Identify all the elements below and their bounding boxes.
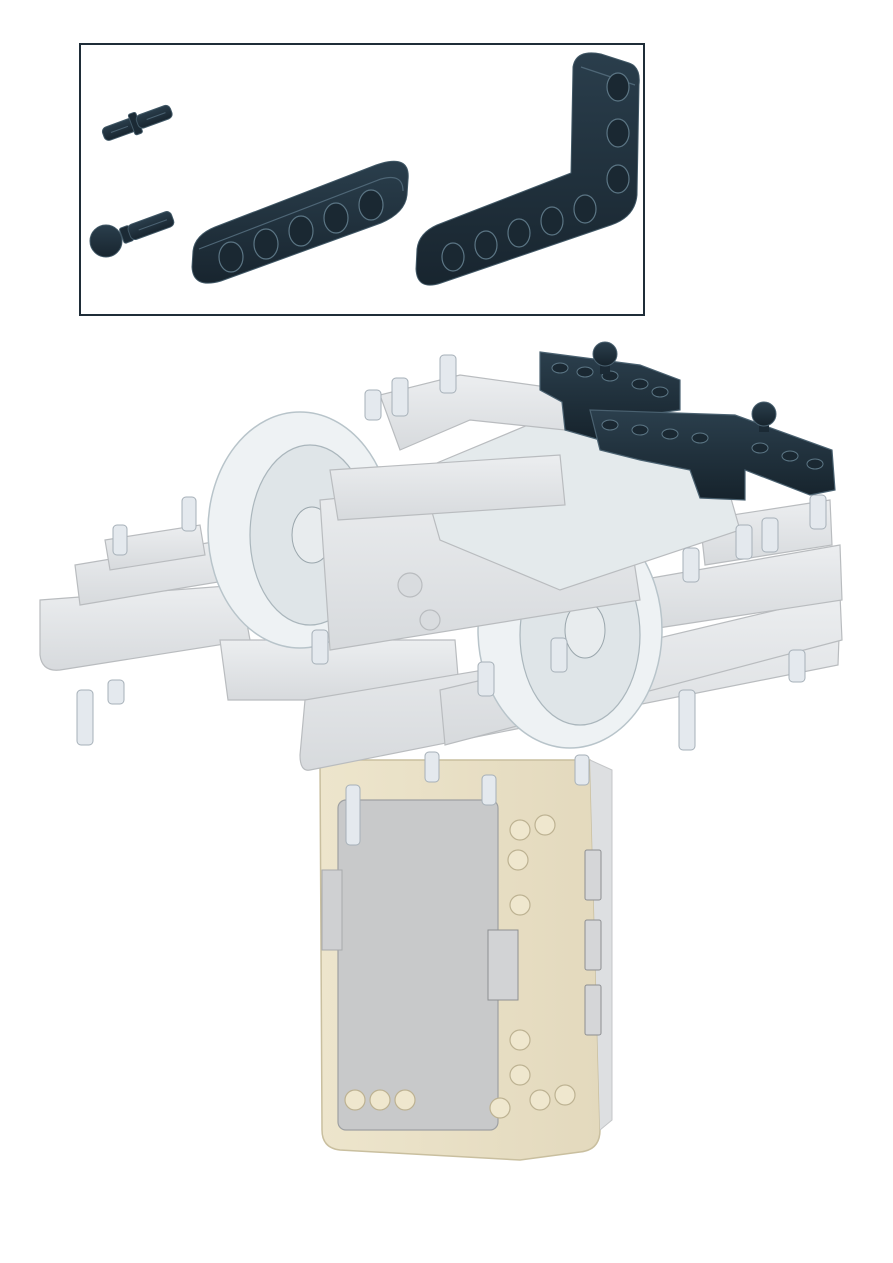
friction-pin-icon [101, 104, 173, 141]
new-l-beam-right [589, 409, 836, 501]
ball-joint-pin-icon [89, 211, 175, 258]
l-beam-icon [415, 52, 640, 286]
beam-5-icon [191, 160, 409, 284]
controller-hub [319, 759, 613, 1161]
hub-screen [337, 799, 499, 1131]
ball-joint-icon [592, 341, 777, 432]
ghost-pins [76, 354, 827, 846]
parts-callout-drawing [89, 52, 640, 286]
parts-callout [79, 43, 645, 316]
